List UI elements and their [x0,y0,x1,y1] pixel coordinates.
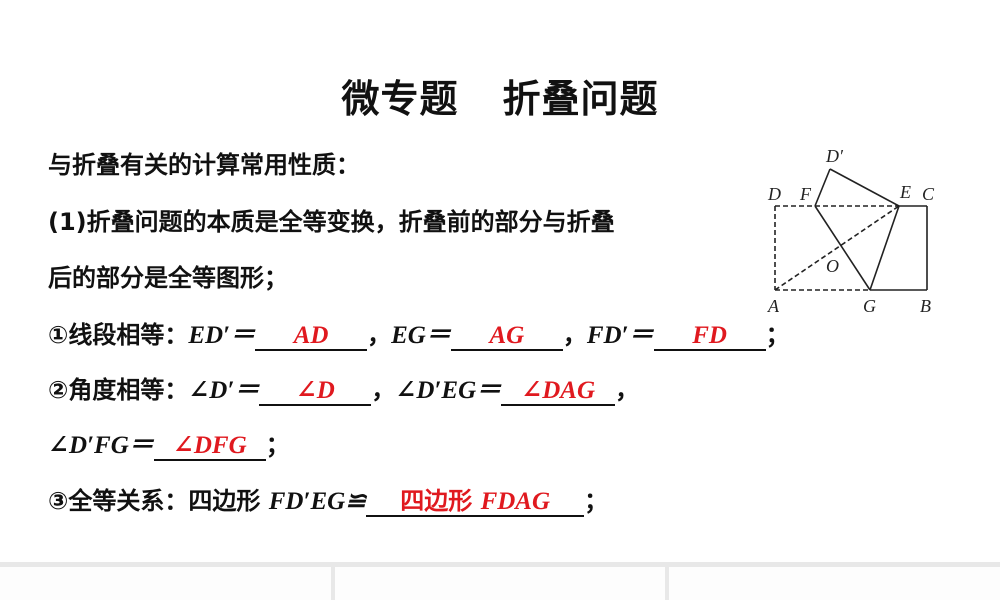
answer-blank: ∠DFG [153,432,266,461]
answer: ∠DAG [521,377,595,404]
item-segments-equal: ①线段相等：ED′＝AD，EG＝AG，FD′＝FD； [48,320,790,351]
separator: ； [765,321,790,349]
answer: FD [692,322,727,349]
eq-lhs: ED′＝ [188,322,256,349]
eq-lhs: FD′＝ [586,322,654,349]
intro-text: 与折叠有关的计算常用性质： [48,151,360,179]
label-a: A [767,296,780,316]
answer-blank: 四边形 FDAG [366,487,585,517]
eq-lhs: EG＝ [391,322,451,349]
property-1-line-2: 后的部分是全等图形； [48,264,288,292]
item-angles-equal: ②角度相等：∠D′＝∠D，∠D′EG＝∠DAG， [48,375,639,406]
label-d-prime: D′ [825,146,844,166]
title-part-1: 微专题 [341,77,459,121]
label-e: E [899,182,911,202]
label-c: C [922,184,935,204]
label-b: B [920,296,931,316]
answer-cn: 四边形 [400,487,481,515]
eq-lhs: FD′EG≌ [268,488,367,515]
separator: ； [584,487,609,515]
label-o: O [826,256,839,276]
label-d: D [767,184,781,204]
title-part-2: 折叠问题 [502,77,659,121]
separator: ； [265,431,290,459]
item-label: ②角度相等： [48,376,189,404]
thumbnail-separator [665,567,669,600]
separator: ， [367,321,392,349]
answer: AG [489,322,525,349]
item-angles-equal-cont: ∠D′FG＝ ∠DFG ； [48,430,290,461]
answer-blank: ∠D [259,377,372,406]
separator: ， [562,321,587,349]
answer: FDAG [480,488,551,515]
eq-lhs: ∠D′＝ [188,377,260,404]
separator: ， [371,376,396,404]
answer-blank: AG [450,322,563,351]
eq-lhs: ∠D′EG＝ [395,377,502,404]
label-g: G [863,296,876,316]
item-label: ①线段相等： [48,321,189,349]
eq-lhs: ∠D′FG＝ [48,432,154,459]
folding-figure: D′ D F E C O A G B [767,146,935,316]
answer: AD [293,322,329,349]
thumbnail-strip-divider [0,562,1000,567]
answer-blank: FD [653,322,766,351]
thumbnail-3[interactable] [669,567,1000,600]
answer: ∠D [295,377,335,404]
answer-blank: AD [255,322,368,351]
property-1-line-1: (1)折叠问题的本质是全等变换，折叠前的部分与折叠 [48,208,615,236]
thumbnail-2[interactable] [335,567,665,600]
answer: ∠DFG [172,432,247,459]
separator: ， [615,376,640,404]
thumbnail-1[interactable] [0,567,331,600]
item-congruence: ③全等关系：四边形 FD′EG≌四边形 FDAG； [48,486,608,517]
page-title: 微专题折叠问题 [0,68,1000,123]
item-label: ③全等关系：四边形 [48,487,269,515]
answer-blank: ∠DAG [501,377,616,406]
thumbnail-separator [331,567,335,600]
label-f: F [799,184,812,204]
